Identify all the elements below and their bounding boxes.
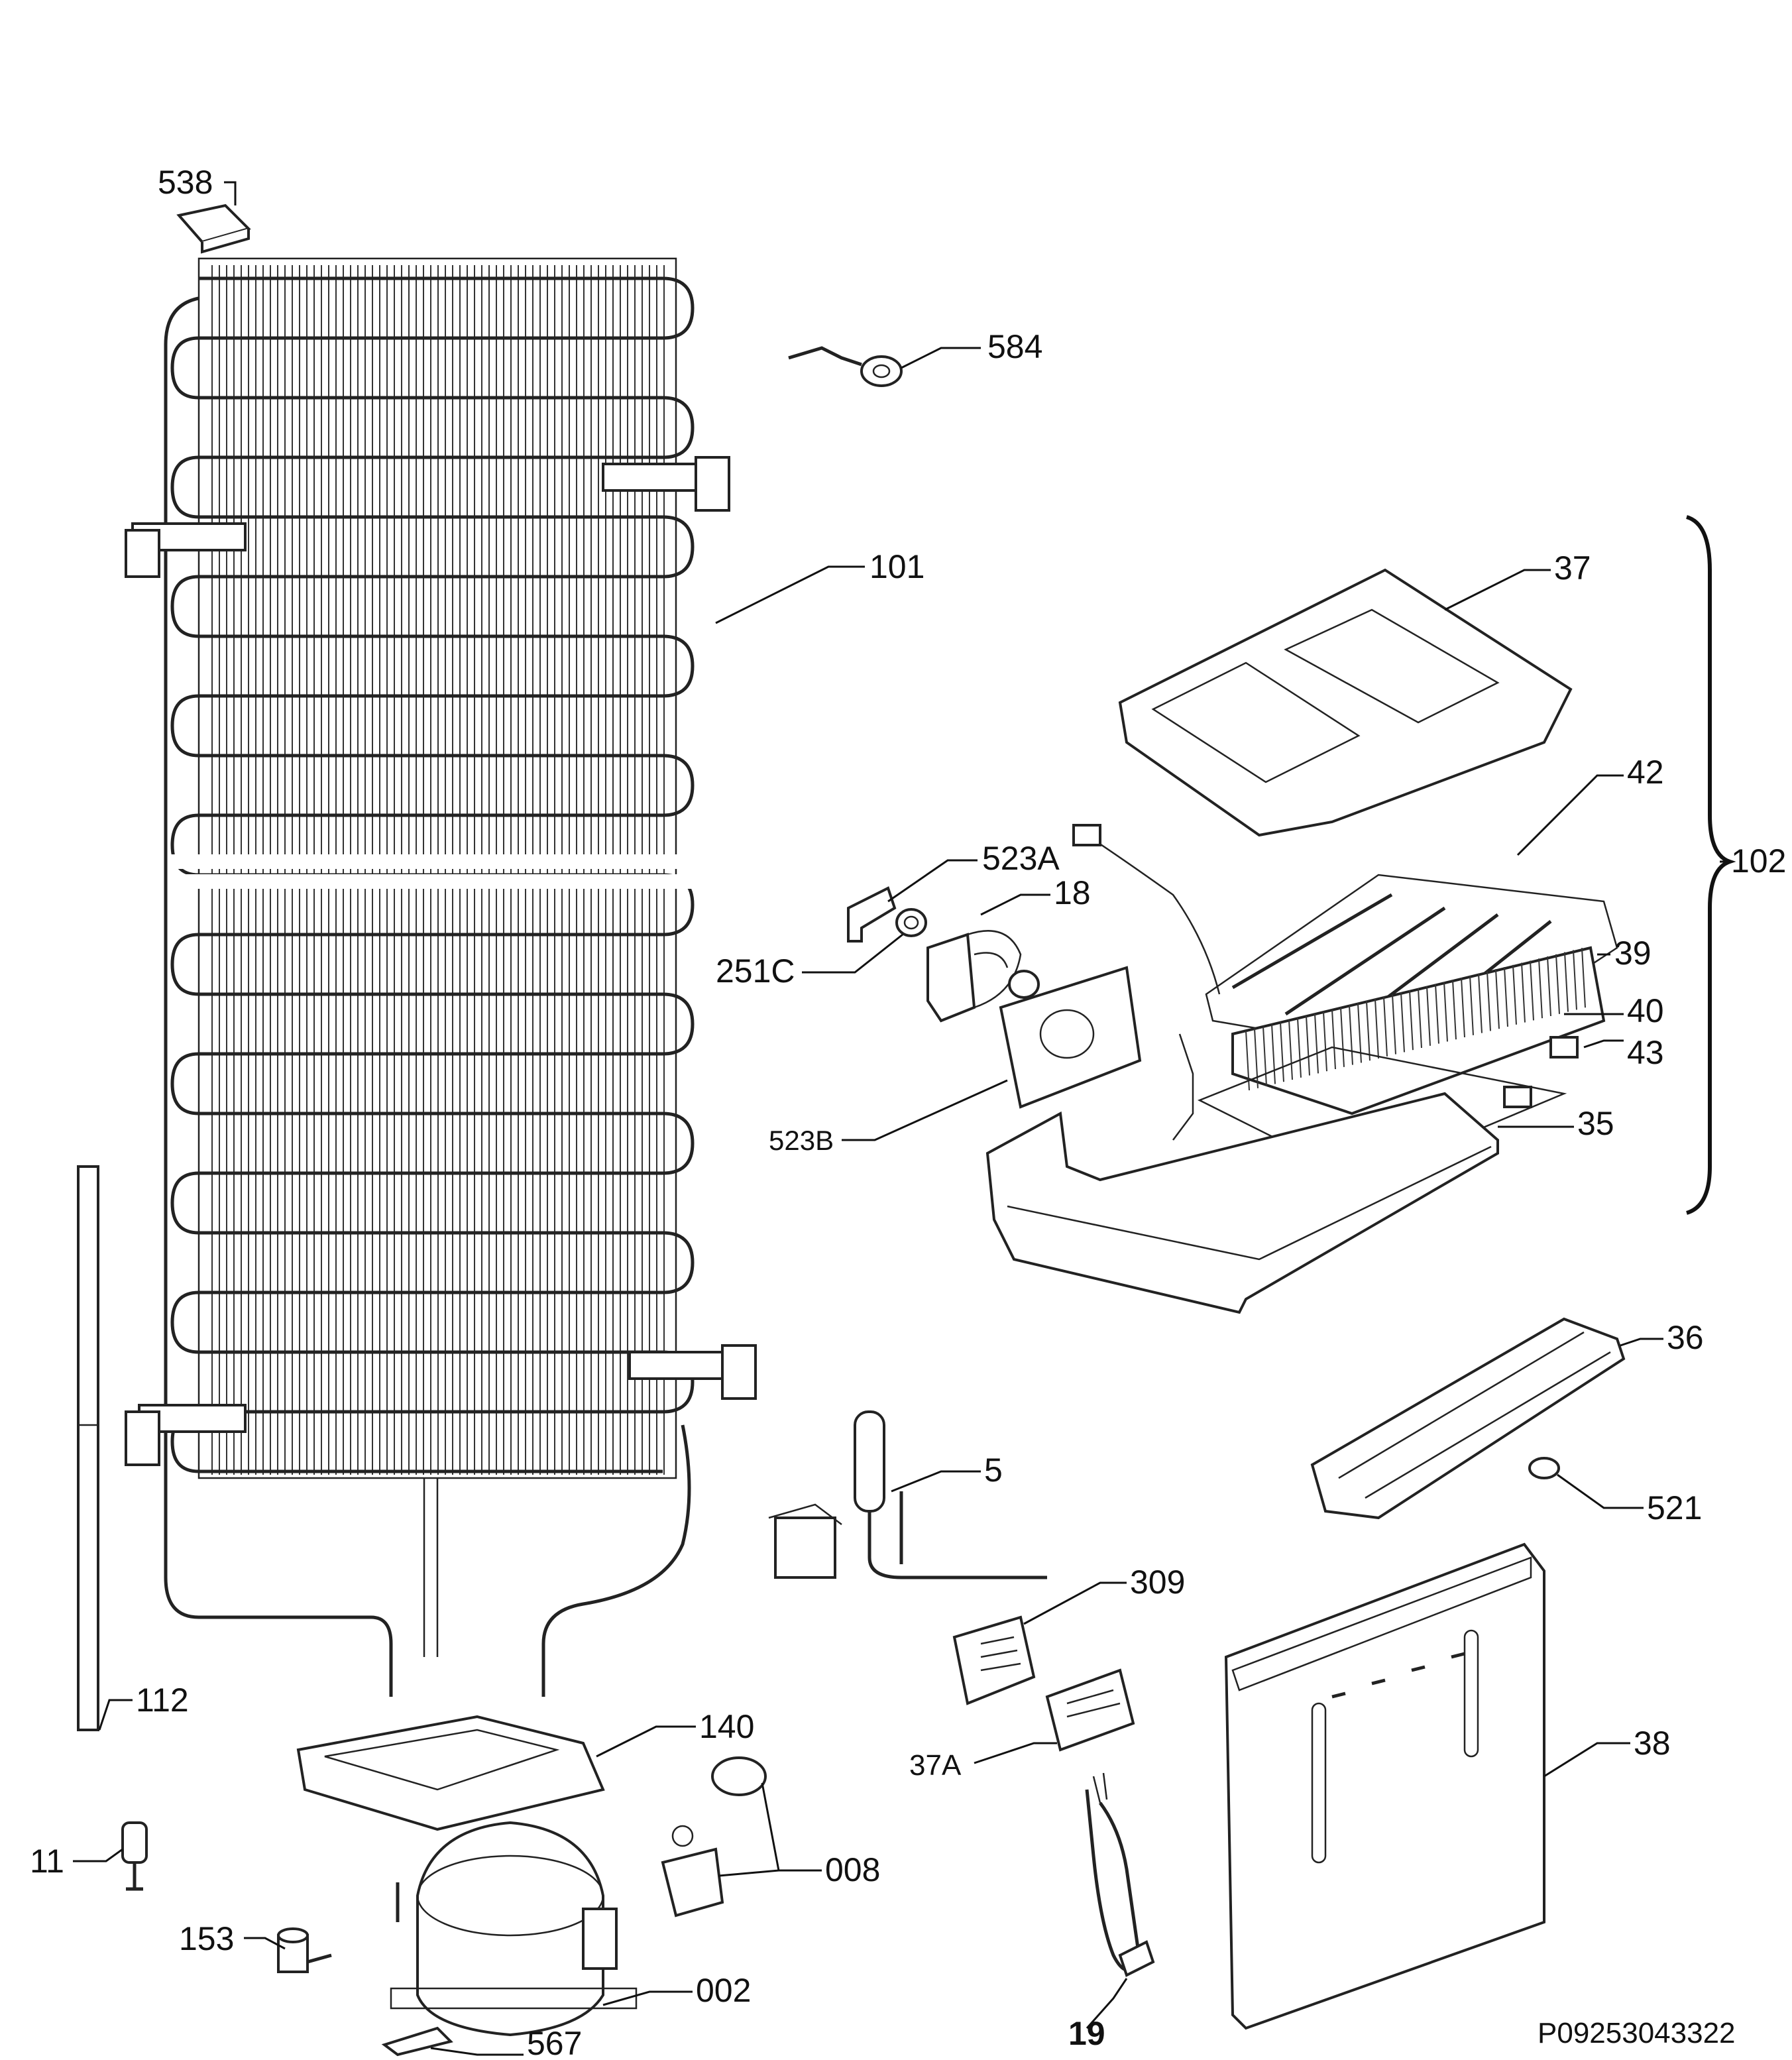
evaporator-cover-part-37 — [1118, 568, 1573, 837]
callout-43: 43 — [1627, 1034, 1664, 1071]
ring-part-521 — [1528, 1457, 1560, 1479]
clip-part-538 — [176, 203, 251, 254]
callout-19: 19 — [1068, 2015, 1105, 2052]
callout-538: 538 — [158, 164, 213, 201]
callout-37a: 37A — [909, 1749, 962, 1782]
callout-40: 40 — [1627, 992, 1664, 1029]
callout-11: 11 — [30, 1843, 64, 1880]
callout-309: 309 — [1130, 1564, 1185, 1601]
callout-36: 36 — [1667, 1319, 1704, 1356]
bracket-part-523a — [847, 886, 897, 943]
callout-42: 42 — [1627, 754, 1664, 791]
fan-motor-part-18 — [926, 930, 1040, 1023]
callout-5: 5 — [984, 1452, 1003, 1489]
tube-part-112 — [77, 1165, 99, 1731]
callout-251c: 251C — [716, 952, 795, 990]
part-11 — [121, 1821, 148, 1891]
assembly-brace — [1685, 515, 1736, 1215]
evaporator-assembly-102 — [985, 515, 1736, 1314]
callout-35: 35 — [1577, 1105, 1614, 1142]
back-panel-part-38 — [1224, 1542, 1545, 2030]
callout-140: 140 — [699, 1708, 754, 1745]
board-part-37a — [1045, 1668, 1135, 1752]
callout-521: 521 — [1647, 1489, 1702, 1526]
callout-18: 18 — [1054, 874, 1091, 911]
evaporator-fins — [1245, 948, 1586, 1091]
sensor-part-584 — [788, 346, 903, 387]
callout-584: 584 — [987, 328, 1042, 365]
callout-153: 153 — [179, 1920, 234, 1957]
callout-002: 002 — [696, 1972, 751, 2009]
foot-part-567 — [381, 2026, 453, 2057]
grommet-part-251c — [895, 908, 927, 937]
condenser-part-101 — [125, 257, 757, 1697]
callout-101: 101 — [869, 548, 924, 585]
callout-labels: 538 584 101 37 42 102 523A 18 251C 39 40… — [30, 164, 1786, 2060]
power-cord-part-19 — [1085, 1772, 1155, 1977]
callout-523b: 523B — [769, 1125, 834, 1156]
evaporator-part-39 — [1231, 946, 1606, 1116]
callout-38: 38 — [1634, 1725, 1671, 1762]
control-board-part-309 — [952, 1615, 1036, 1705]
heater-part-42 — [1072, 824, 1618, 1062]
relay-part-008 — [661, 1756, 767, 1917]
compressor-part-002 — [390, 1821, 638, 2037]
connector-part-43 — [1503, 1036, 1579, 1108]
valve-part-153 — [277, 1927, 332, 1973]
fan-cover-part-523b — [999, 966, 1142, 1109]
callout-39: 39 — [1614, 935, 1652, 972]
callout-523a: 523A — [982, 840, 1060, 877]
valve-part-5 — [768, 1410, 1047, 1579]
callout-102: 102 — [1731, 842, 1786, 880]
document-code: P09253043322 — [1538, 2017, 1736, 2049]
condenser-wire-grid — [211, 265, 665, 1475]
callout-008: 008 — [825, 1851, 880, 1888]
drain-channel-part-36 — [1310, 1317, 1626, 1520]
callout-37: 37 — [1554, 549, 1591, 587]
callout-567: 567 — [527, 2025, 582, 2057]
callout-112: 112 — [136, 1682, 189, 1719]
tray-part-35 — [985, 1033, 1499, 1314]
condenser-bracket — [125, 456, 757, 1466]
leader-lines — [73, 181, 1730, 2056]
compressor-frame-part-140 — [296, 1715, 605, 1831]
